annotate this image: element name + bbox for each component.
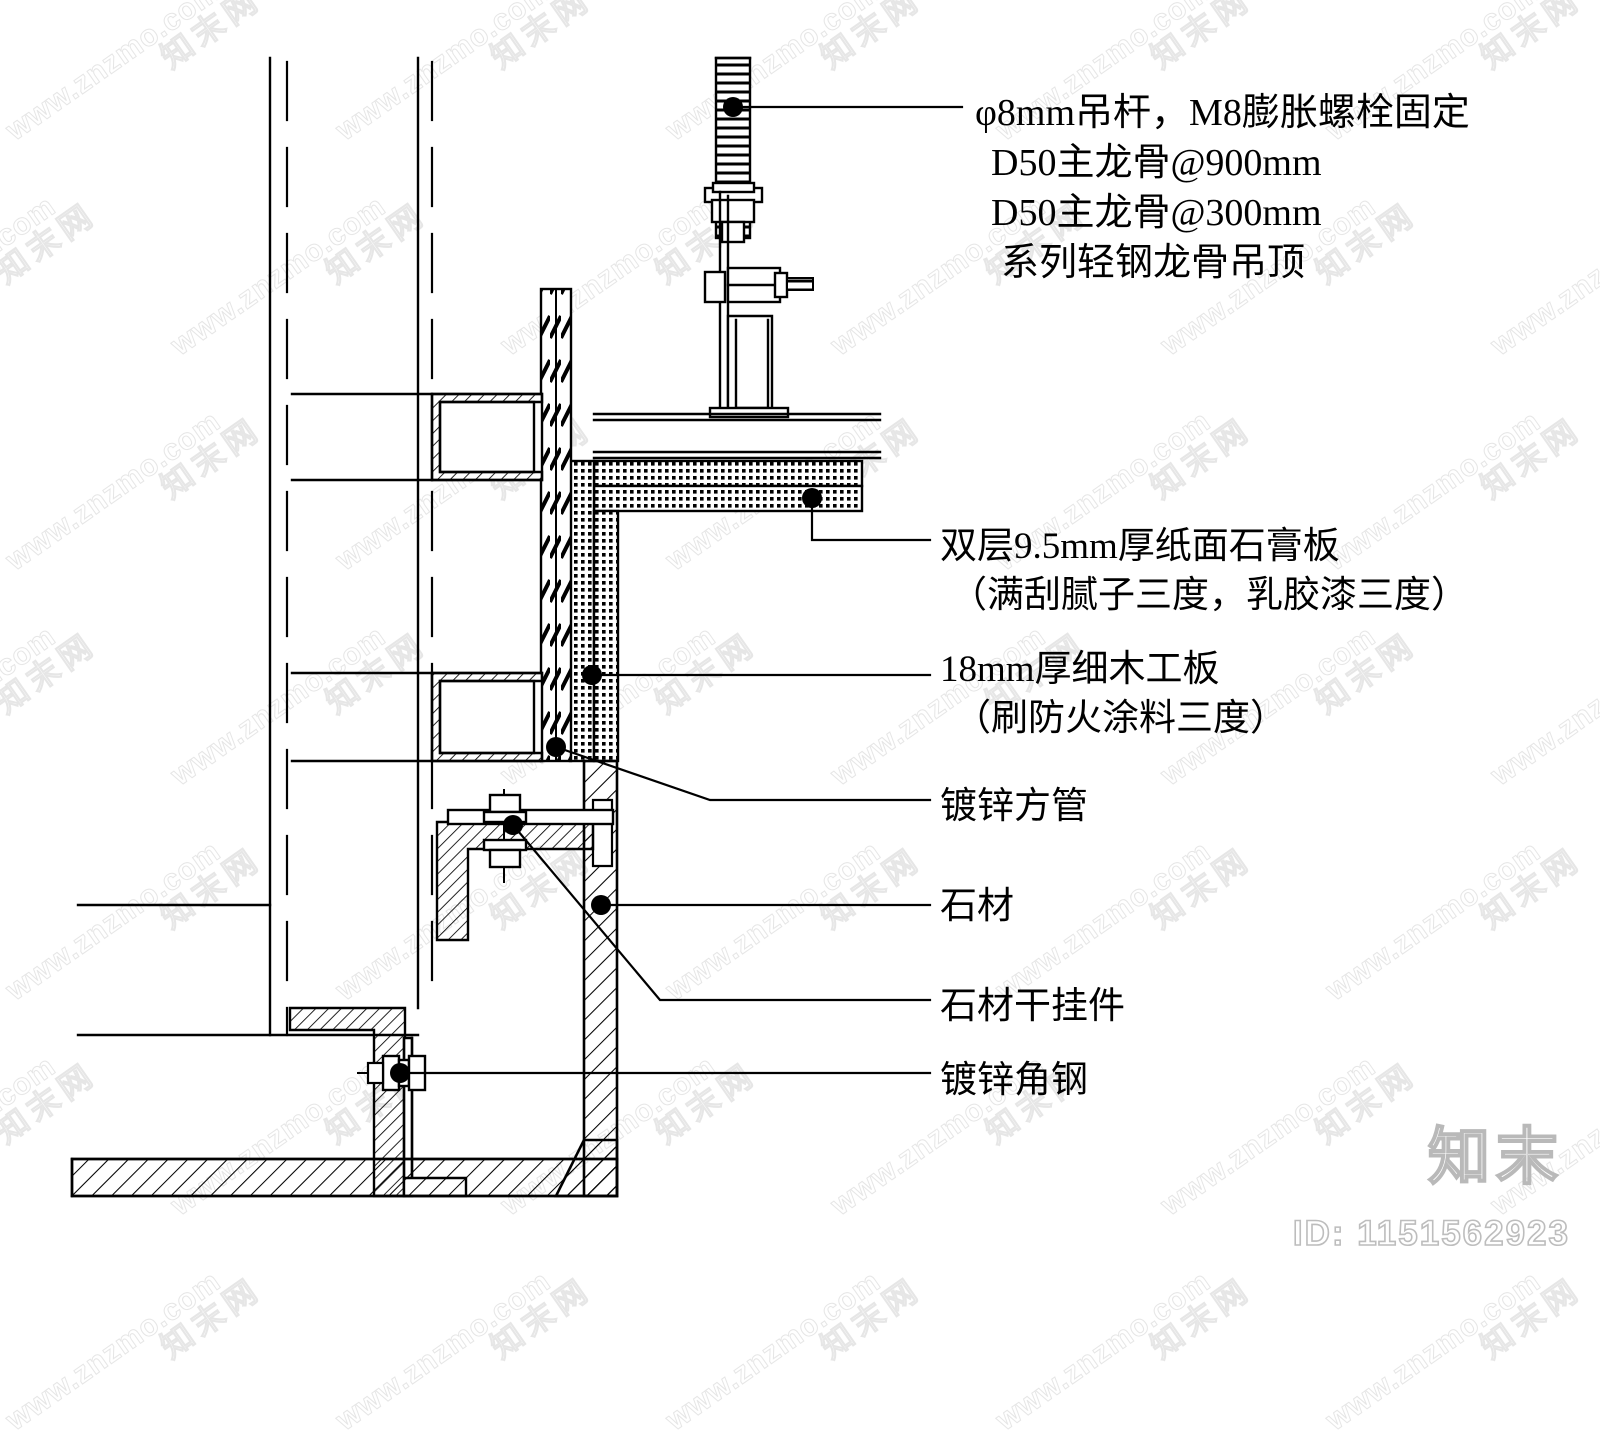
floor-slab [70, 1157, 619, 1198]
furring-channel [592, 412, 882, 460]
plywood-board-note-line-1: 18mm厚细木工板 [940, 649, 1220, 690]
gypsum-board-note-line-1: 双层9.5mm厚纸面石膏板 [940, 526, 1340, 567]
steel-square-tube-note-line-1: 镀锌方管 [940, 786, 1088, 827]
hanger-rod-note-line-3: D50主龙骨@300mm [991, 192, 1322, 234]
galvanized-angle-steel-note-line-1: 镀锌角钢 [940, 1060, 1088, 1101]
plywood-board-note: 18mm厚细木工板 （刷防火涂料三度） [940, 645, 1287, 743]
steel-square-tube-upper [290, 392, 544, 482]
stone-dry-hanger-note: 石材干挂件 [940, 982, 1125, 1031]
existing-wall [76, 56, 434, 1037]
hanger-rod-assembly [703, 56, 814, 419]
leader-lines [398, 105, 964, 1075]
watermark-text: www.znzmo.com [990, 1264, 1218, 1438]
watermark-text: www.znzmo.com [660, 1264, 888, 1438]
brand-logo: 知末 [1427, 1122, 1564, 1193]
watermark-text: www.znzmo.com [0, 1264, 227, 1438]
plywood-board-note-line-2: （刷防火涂料三度） [954, 698, 1287, 739]
hanger-rod-note-line-1: φ8mm吊杆，M8膨胀螺栓固定 [975, 92, 1470, 134]
drawing-id-label: ID: 1151562923 [1292, 1213, 1570, 1254]
steel-square-tube-lower [290, 671, 544, 763]
steel-square-tube-note: 镀锌方管 [940, 782, 1088, 831]
stone-dry-hanger-upper [435, 789, 615, 942]
hanger-rod-note-line-4: 系列轻钢龙骨吊顶 [1001, 242, 1306, 284]
plywood-board-18mm [539, 287, 573, 763]
stone-note: 石材 [940, 882, 1014, 931]
gypsum-board-note-line-2: （满刮腻子三度，乳胶漆三度） [950, 575, 1468, 616]
leader-dots [390, 97, 822, 1083]
galvanized-angle-steel-note: 镀锌角钢 [940, 1056, 1088, 1105]
gypsum-board-note: 双层9.5mm厚纸面石膏板 （满刮腻子三度，乳胶漆三度） [940, 522, 1468, 620]
cad-drawing [70, 56, 964, 1198]
gypsum-board-double-layer [568, 459, 864, 763]
watermark-text: www.znzmo.com [1320, 1264, 1548, 1438]
stone-note-line-1: 石材 [940, 886, 1014, 927]
watermark-text: www.znzmo.com [330, 1264, 558, 1438]
stone-dry-hanger-note-line-1: 石材干挂件 [940, 986, 1125, 1027]
hanger-rod-note-line-2: D50主龙骨@900mm [991, 142, 1322, 184]
